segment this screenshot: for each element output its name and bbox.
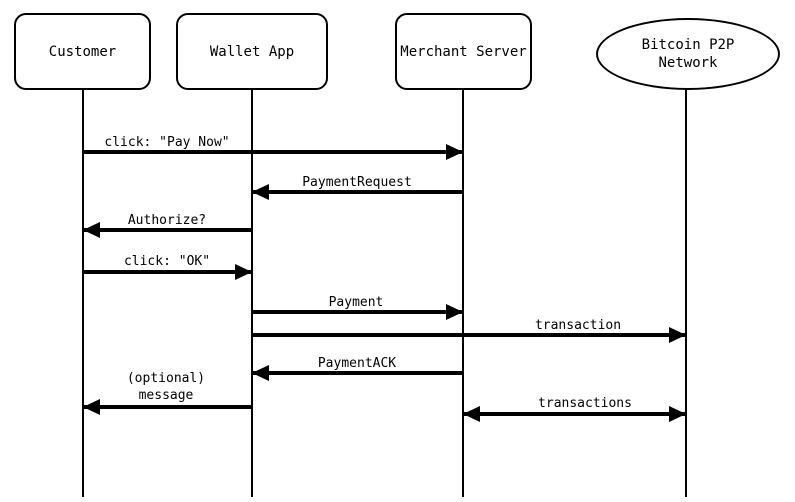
lifeline-merchant-server xyxy=(462,90,464,497)
participant-merchant-server-label: Merchant Server xyxy=(400,43,527,60)
label-click-pay-now: click: "Pay Now" xyxy=(104,135,230,150)
lifeline-customer xyxy=(82,90,84,497)
arrow-optional-message xyxy=(83,399,252,415)
participant-bitcoin-label-line2: Network xyxy=(658,55,718,71)
participant-wallet-app: Wallet App xyxy=(176,13,328,90)
arrow-click-pay-now xyxy=(83,144,463,160)
label-payment: Payment xyxy=(328,295,384,310)
lifeline-wallet-app xyxy=(251,90,253,497)
label-payment-ack: PaymentACK xyxy=(317,356,397,371)
label-transaction: transaction xyxy=(534,318,622,333)
participant-customer: Customer xyxy=(14,13,151,90)
participant-bitcoin-label-line1: Bitcoin P2P xyxy=(641,37,735,53)
label-optional-message-line2: message xyxy=(138,388,194,403)
participant-bitcoin-p2p-network: Bitcoin P2P Network xyxy=(596,18,780,90)
participant-customer-label: Customer xyxy=(48,43,117,60)
arrow-click-ok xyxy=(83,264,252,280)
label-authorize: Authorize? xyxy=(127,213,207,228)
arrow-transactions xyxy=(463,406,686,422)
participant-wallet-app-label: Wallet App xyxy=(209,43,295,60)
label-optional-message: (optional) message xyxy=(127,370,205,404)
label-optional-message-line1: (optional) xyxy=(126,371,206,386)
arrow-payment xyxy=(252,304,463,320)
participant-merchant-server: Merchant Server xyxy=(395,13,532,90)
arrow-payment-request xyxy=(252,184,463,200)
label-transactions: transactions xyxy=(538,396,632,411)
arrow-transaction xyxy=(252,327,686,343)
lifeline-bitcoin-p2p-network xyxy=(685,90,687,497)
arrow-payment-ack xyxy=(252,365,463,381)
label-click-ok: click: "OK" xyxy=(123,254,211,269)
arrow-authorize xyxy=(83,222,252,238)
label-payment-request: PaymentRequest xyxy=(302,175,412,190)
